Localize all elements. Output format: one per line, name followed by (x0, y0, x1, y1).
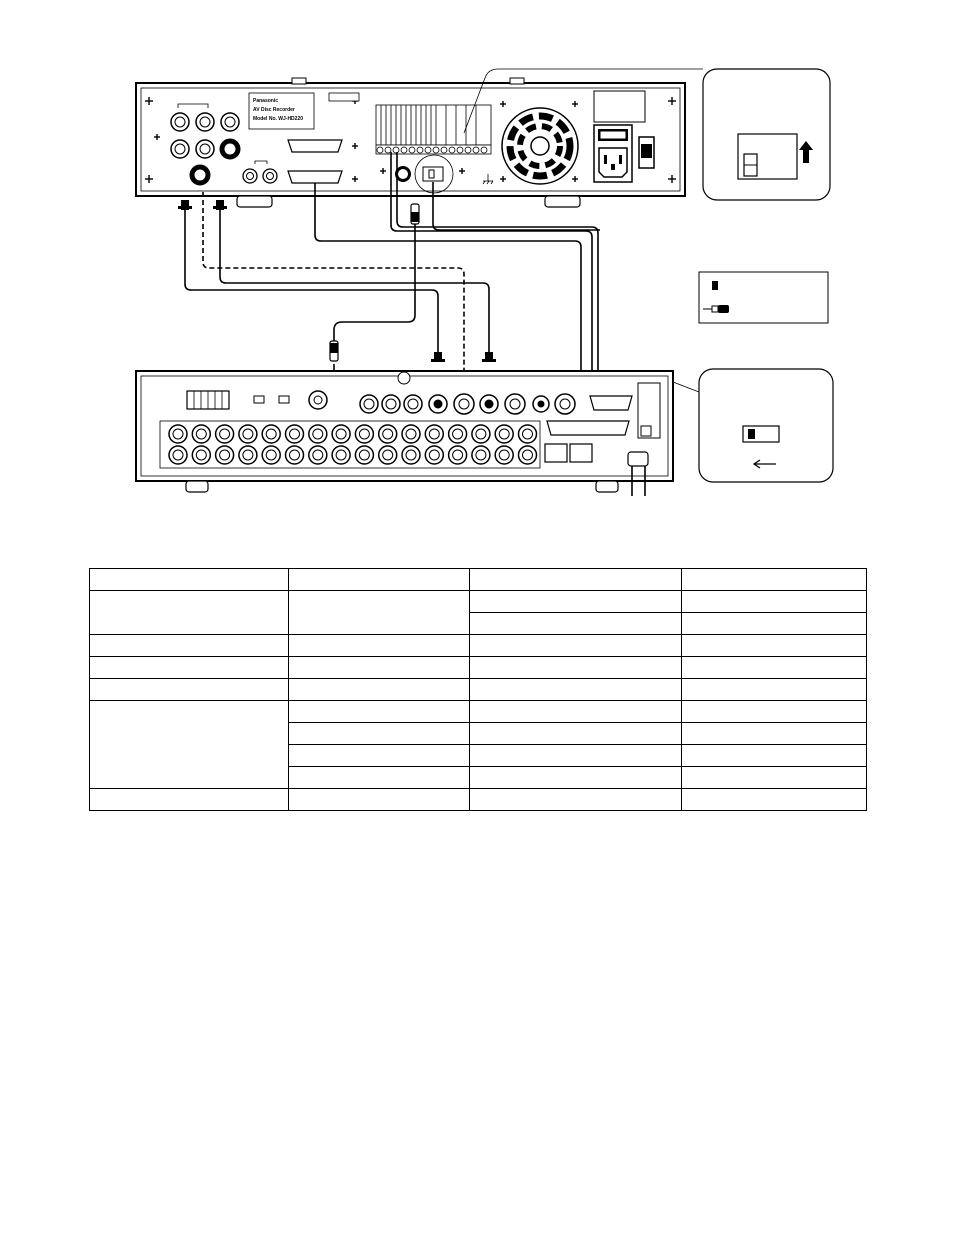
bnc-center-icon (522, 428, 533, 440)
modular-jack-icon (544, 443, 593, 463)
arrow-left-icon (752, 459, 776, 469)
arrow-up-icon (799, 141, 813, 163)
bnc-center-icon (195, 449, 207, 461)
bnc-center-icon (405, 449, 417, 461)
bnc-center-icon (475, 449, 487, 461)
bnc-center-icon (219, 449, 231, 461)
ground-icon (482, 174, 494, 185)
matrix-switcher-rear-panel (135, 370, 674, 496)
bnc-center-icon (475, 428, 487, 440)
table-row (89, 788, 867, 811)
bnc-center-icon (265, 428, 277, 440)
bnc-center-icon (522, 449, 533, 461)
bnc-center-icon (242, 449, 254, 461)
bnc-center-icon (172, 428, 184, 440)
table-row (89, 678, 867, 701)
bnc-center-icon (382, 428, 394, 440)
bnc-connector-icon (170, 112, 278, 184)
disc-recorder-rear-panel: Panasonic AV Disc Recorder Model No. WJ-… (135, 77, 686, 208)
bnc-center-icon (452, 428, 464, 440)
table-row (89, 568, 867, 591)
model-label-plate: Panasonic AV Disc Recorder Model No. WJ-… (248, 92, 360, 130)
bnc-connector-icon (359, 393, 576, 415)
bnc-center-icon (219, 428, 231, 440)
power-cord (627, 451, 649, 496)
bnc-center-icon (428, 428, 440, 440)
rca-plug-icon (329, 203, 420, 362)
ground-screw-icon (308, 390, 328, 410)
dsub-port-icon (546, 395, 633, 436)
bnc-center-icon (195, 428, 207, 440)
cables (184, 152, 600, 393)
bnc-center-icon (358, 428, 370, 440)
bnc-center-icon (312, 428, 324, 440)
bnc-center-icon (312, 449, 324, 461)
bnc-center-icon (498, 449, 510, 461)
fan-icon (501, 107, 579, 185)
bnc-center-icon (265, 449, 277, 461)
bnc-center-icon (289, 428, 300, 440)
bnc-center-icon (405, 428, 417, 440)
bnc-center-icon (335, 428, 347, 440)
switch-highlight (414, 154, 454, 194)
table-row (90, 766, 867, 789)
product-name-label: AV Disc Recorder (253, 107, 295, 113)
cable-legend (698, 271, 829, 324)
camera-input-bank (168, 424, 538, 465)
bnc-center-icon (498, 428, 510, 440)
table-row (89, 656, 867, 679)
bnc-plug-icon (712, 281, 718, 290)
bnc-plug-icon (178, 200, 496, 362)
connection-diagram: Panasonic AV Disc Recorder Model No. WJ-… (135, 68, 834, 496)
bnc-center-icon (382, 449, 394, 461)
table-row (89, 700, 867, 789)
callout-switcher-switch (672, 368, 834, 483)
bnc-center-icon (428, 449, 440, 461)
power-inlet (593, 124, 633, 183)
table-row (89, 590, 867, 635)
bnc-center-icon (172, 449, 184, 461)
connection-table (89, 568, 867, 811)
table-row (89, 634, 867, 657)
screw-icon (145, 97, 676, 183)
bnc-center-icon (452, 449, 464, 461)
dsub-port-icon (287, 139, 343, 184)
bnc-center-icon (242, 428, 254, 440)
callout-recorder-switch (463, 68, 831, 201)
bnc-center-icon (335, 449, 347, 461)
terminal-block (375, 104, 492, 155)
model-number-label: Model No. WJ-HD220 (253, 116, 303, 122)
bnc-center-icon (289, 449, 300, 461)
rca-plug-icon (703, 305, 729, 313)
maker-label: Panasonic (253, 98, 278, 104)
s-video-port-icon (189, 138, 241, 186)
power-switch (638, 136, 655, 169)
bnc-center-icon (358, 449, 370, 461)
